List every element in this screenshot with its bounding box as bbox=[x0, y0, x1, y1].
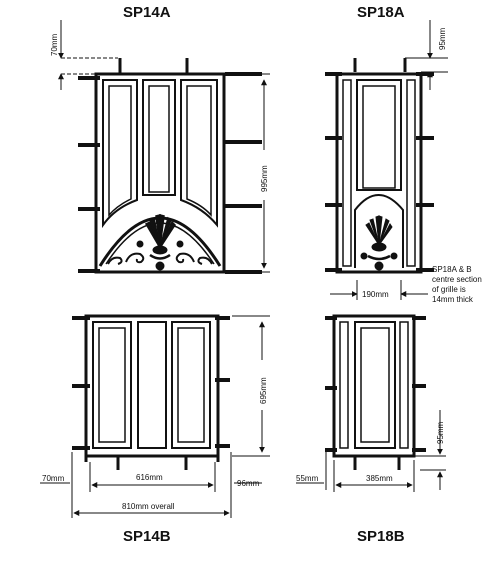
sp14a-title: SP14A bbox=[123, 4, 171, 21]
sp18b-inner-dim-label: 385mm bbox=[366, 474, 393, 483]
sp14b-right-dim-label: 96mm bbox=[237, 479, 260, 488]
sp14a-grille bbox=[78, 58, 262, 274]
sp18b-grille bbox=[325, 314, 426, 470]
sp18a-centre-dim-label: 190mm bbox=[362, 290, 389, 299]
thickness-note: SP18A & B centre section of grille is 14… bbox=[432, 265, 482, 305]
sp14b-dims-horizontal bbox=[40, 452, 262, 518]
thickness-note-line-3: of grille is bbox=[432, 285, 466, 294]
sp14a-height-dim-label: 995mm bbox=[260, 165, 269, 192]
thickness-note-line-2: centre section bbox=[432, 275, 482, 284]
sp14b-title: SP14B bbox=[123, 528, 171, 545]
sp14b-grille bbox=[72, 314, 230, 470]
sp14a-top-dim-label: 70mm bbox=[50, 33, 59, 56]
sp14a-dim-height bbox=[238, 73, 270, 273]
sp18a-title: SP18A bbox=[357, 4, 405, 21]
sp18a-anthemion bbox=[360, 215, 398, 271]
sp14b-dim-height bbox=[232, 315, 270, 457]
thickness-note-line-4: 14mm thick bbox=[432, 295, 473, 304]
sp18b-dims bbox=[296, 410, 446, 492]
sp14b-inner-dim-label: 616mm bbox=[136, 473, 163, 482]
sp18b-title: SP18B bbox=[357, 528, 405, 545]
sp14b-left-dim-label: 70mm bbox=[42, 474, 65, 483]
sp18a-dim-centre bbox=[330, 280, 428, 300]
sp14b-height-dim-label: 695mm bbox=[259, 377, 268, 404]
sp18b-left-dim-label: 55mm bbox=[296, 474, 319, 483]
sp14a-dim-top bbox=[58, 20, 118, 90]
sp18a-dim-top bbox=[405, 20, 448, 90]
sp14b-overall-dim-label: 810mm overall bbox=[122, 502, 175, 511]
thickness-note-line-1: SP18A & B bbox=[432, 265, 472, 274]
sp18a-top-dim-label: 95mm bbox=[438, 27, 447, 50]
sp18b-bottom-dim-label: 95mm bbox=[436, 421, 445, 444]
